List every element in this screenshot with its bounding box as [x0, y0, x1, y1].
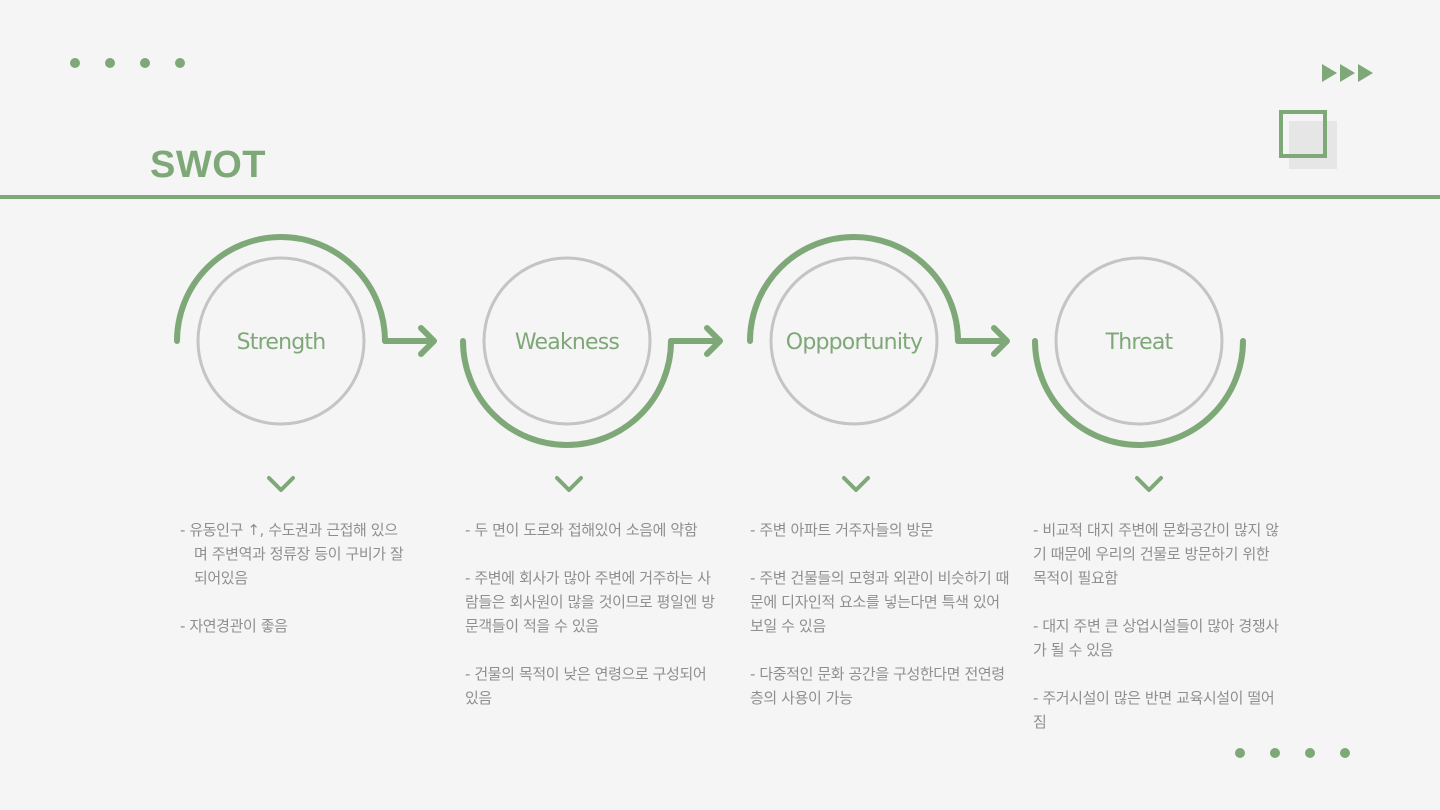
decorative-square-shadow	[1289, 121, 1337, 169]
dot	[1305, 748, 1315, 758]
decorative-dots-top	[70, 58, 185, 68]
list-item: - 비교적 대지 주변에 문화공간이 많지 않기 때문에 우리의 건물로 방문하…	[1033, 521, 1279, 587]
play-triangle	[1322, 64, 1337, 82]
weakness-label: Weakness	[515, 330, 620, 355]
play-icon	[1322, 64, 1373, 82]
list-item: - 주변 건물들의 모형과 외관이 비슷하기 때문에 디자인적 요소를 넣는다면…	[750, 569, 1010, 635]
weakness-description: - 두 면이 도로와 접해있어 소음에 약함 - 주변에 회사가 많아 주변에 …	[465, 518, 715, 734]
weakness-step: Weakness	[460, 256, 674, 448]
opportunity-arc	[747, 234, 961, 344]
opportunity-label: Oppportunity	[786, 330, 923, 355]
play-triangle	[1358, 64, 1373, 82]
strength-arc	[174, 234, 388, 344]
dot	[1235, 748, 1245, 758]
threat-circle	[1054, 256, 1224, 426]
chevron-down-icon	[267, 476, 295, 492]
threat-step: Threat	[1032, 256, 1246, 448]
weakness-circle	[482, 256, 652, 426]
strength-description: - 유동인구 ↑, 수도권과 근접해 있으며 주변역과 정류장 등이 구비가 잘…	[180, 518, 410, 662]
opportunity-step: Oppportunity	[747, 234, 961, 426]
strength-step: Strength	[174, 234, 388, 426]
chevron-down-icon	[1135, 476, 1163, 492]
play-triangle	[1340, 64, 1355, 82]
strength-label: Strength	[237, 330, 326, 355]
list-item: - 주변에 회사가 많아 주변에 거주하는 사람들은 회사원이 많을 것이므로 …	[465, 569, 715, 635]
list-item: - 건물의 목적이 낮은 연령으로 구성되어 있음	[465, 665, 707, 707]
threat-description: - 비교적 대지 주변에 문화공간이 많지 않기 때문에 우리의 건물로 방문하…	[1033, 518, 1283, 758]
strength-circle	[196, 256, 366, 426]
opportunity-circle	[769, 256, 939, 426]
arrow-right-icon	[382, 325, 437, 357]
list-item: - 대지 주변 큰 상업시설들이 많아 경쟁사가 될 수 있음	[1033, 617, 1279, 659]
decorative-dots-bottom	[1235, 748, 1350, 758]
weakness-arc	[460, 338, 674, 448]
dot	[140, 58, 150, 68]
threat-label: Threat	[1105, 330, 1174, 355]
list-item: - 두 면이 도로와 접해있어 소음에 약함	[465, 521, 698, 539]
list-item: - 다중적인 문화 공간을 구성한다면 전연령층의 사용이 가능	[750, 665, 1005, 707]
arrow-right-icon	[955, 325, 1010, 357]
threat-arc	[1032, 338, 1246, 448]
dot	[1270, 748, 1280, 758]
list-item: - 유동인구 ↑, 수도권과 근접해 있으며 주변역과 정류장 등이 구비가 잘…	[180, 521, 404, 587]
chevron-down-icon	[842, 476, 870, 492]
dot	[105, 58, 115, 68]
dot	[175, 58, 185, 68]
decorative-square-outline	[1279, 110, 1327, 158]
list-item: - 주거시설이 많은 반면 교육시설이 떨어짐	[1033, 689, 1275, 731]
list-item: - 자연경관이 좋음	[180, 617, 288, 635]
page-title: SWOT	[150, 144, 266, 186]
chevron-down-icon	[555, 476, 583, 492]
dot	[1340, 748, 1350, 758]
opportunity-description: - 주변 아파트 거주자들의 방문 - 주변 건물들의 모형과 외관이 비슷하기…	[750, 518, 1010, 734]
list-item: - 주변 아파트 거주자들의 방문	[750, 521, 934, 539]
title-divider	[0, 195, 1440, 199]
dot	[70, 58, 80, 68]
arrow-right-icon	[668, 325, 723, 357]
